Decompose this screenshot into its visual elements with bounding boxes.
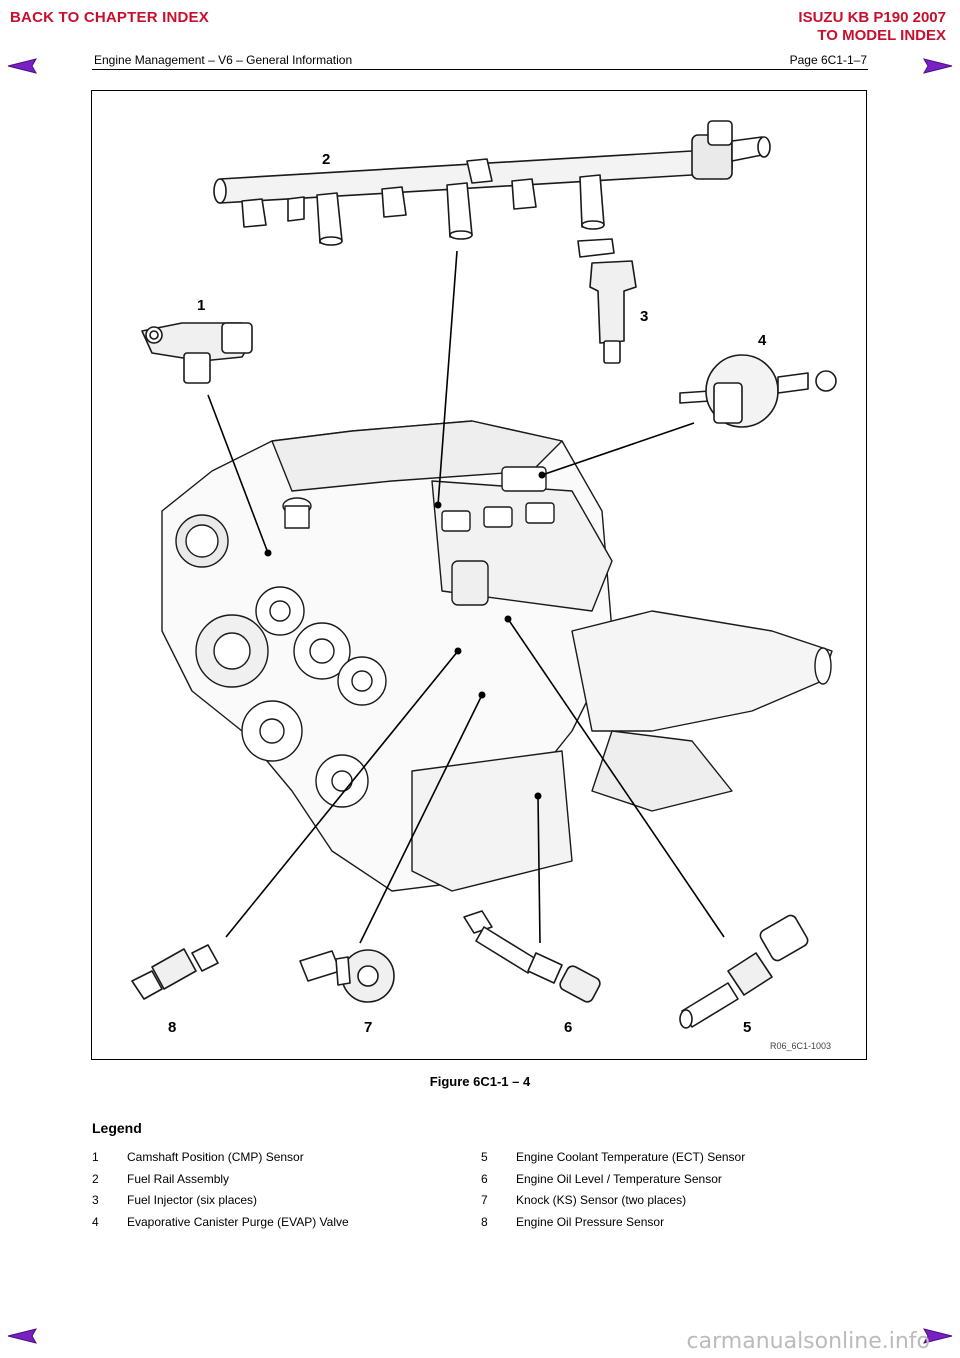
to-model-index-link[interactable]: TO MODEL INDEX xyxy=(817,27,946,44)
callout-6: 6 xyxy=(564,1019,572,1036)
section-title: Engine Management – V6 – General Informa… xyxy=(94,53,353,67)
callout-8: 8 xyxy=(168,1019,176,1036)
callout-1: 1 xyxy=(197,297,205,314)
legend-num: 5 xyxy=(481,1150,488,1164)
leader-dots xyxy=(264,471,546,800)
watermark-text: carmanualsonline.info xyxy=(686,1329,930,1354)
engine-illustration: 1 2 3 4 5 6 7 8 R06_6C1-1003 xyxy=(131,120,837,1051)
legend-num: 2 xyxy=(92,1172,99,1186)
callout-3: 3 xyxy=(640,308,648,325)
cmp-sensor-drawing xyxy=(141,322,253,384)
engine-block-drawing xyxy=(161,420,833,892)
legend-text: Fuel Injector (six places) xyxy=(127,1193,258,1207)
legend-text: Camshaft Position (CMP) Sensor xyxy=(127,1150,304,1164)
next-page-arrow-icon[interactable] xyxy=(922,57,954,75)
figure-ref-code: R06_6C1-1003 xyxy=(770,1041,831,1051)
knock-sensor-drawing xyxy=(299,949,395,1003)
legend-num: 7 xyxy=(481,1193,488,1207)
figure-caption: Figure 6C1-1 – 4 xyxy=(429,1074,531,1089)
engine-components-figure: 1 2 3 4 5 6 7 8 R06_6C1-1003 xyxy=(91,90,867,1060)
callout-2: 2 xyxy=(322,151,330,168)
legend-text: Knock (KS) Sensor (two places) xyxy=(516,1193,687,1207)
page-number: Page 6C1-1–7 xyxy=(789,53,867,67)
legend-text: Engine Coolant Temperature (ECT) Sensor xyxy=(516,1150,746,1164)
legend-text: Engine Oil Pressure Sensor xyxy=(516,1215,665,1229)
model-title-link[interactable]: ISUZU KB P190 2007 xyxy=(798,9,946,26)
legend-text: Evaporative Canister Purge (EVAP) Valve xyxy=(127,1215,349,1229)
callout-5: 5 xyxy=(743,1019,751,1036)
legend-num: 1 xyxy=(92,1150,99,1164)
legend-num: 4 xyxy=(92,1215,99,1229)
prev-page-arrow-icon[interactable] xyxy=(6,57,38,75)
header-divider xyxy=(92,69,868,70)
oil-pressure-sensor-drawing xyxy=(131,944,219,1000)
legend-title: Legend xyxy=(92,1120,142,1136)
fuel-injector-drawing xyxy=(577,238,637,364)
leader-lines xyxy=(207,250,725,944)
legend-text: Fuel Rail Assembly xyxy=(127,1172,230,1186)
callout-4: 4 xyxy=(758,332,767,349)
legend-num: 8 xyxy=(481,1215,488,1229)
prev-page-arrow-icon-footer[interactable] xyxy=(6,1327,38,1345)
legend-num: 3 xyxy=(92,1193,99,1207)
legend-text: Engine Oil Level / Temperature Sensor xyxy=(516,1172,722,1186)
fuel-rail-drawing xyxy=(213,120,771,246)
back-to-chapter-index-link[interactable]: BACK TO CHAPTER INDEX xyxy=(10,9,209,26)
callout-7: 7 xyxy=(364,1019,372,1036)
next-page-arrow-icon-footer[interactable] xyxy=(922,1327,954,1345)
legend-num: 6 xyxy=(481,1172,488,1186)
evap-valve-drawing xyxy=(679,354,837,428)
oil-level-sensor-drawing xyxy=(463,910,601,1003)
ect-sensor-drawing xyxy=(679,914,809,1029)
